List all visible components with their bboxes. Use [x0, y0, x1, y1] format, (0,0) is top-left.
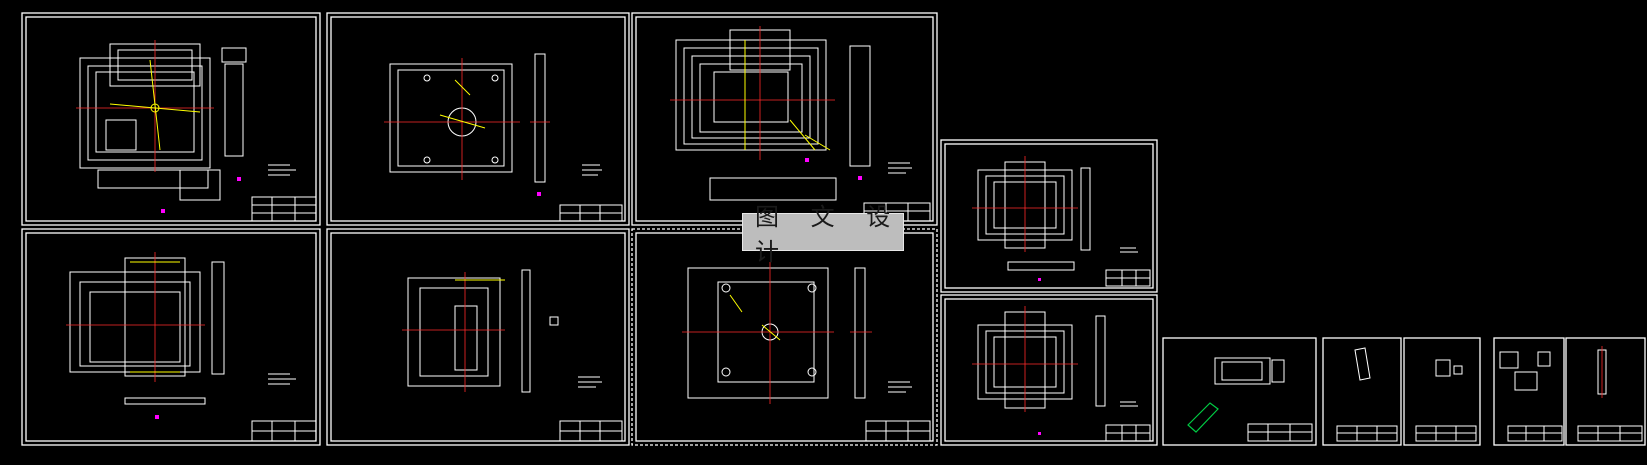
sheet-2[interactable]	[326, 12, 630, 226]
sheet-7-markers	[1038, 278, 1041, 281]
sheet-8[interactable]	[940, 294, 1158, 446]
sheet-3-markers	[805, 158, 862, 180]
sheet-3-centerlines	[670, 26, 835, 160]
sheet-3-title-block	[863, 162, 931, 222]
sheet-7[interactable]	[940, 139, 1158, 293]
sheet-8-markers	[1038, 432, 1041, 435]
sheet-8-centerlines	[972, 306, 1078, 412]
sheet-4-title-block	[251, 373, 317, 442]
sheet-6-highlights	[729, 294, 781, 341]
sheet-10[interactable]	[1322, 337, 1402, 446]
sheet-6-centerlines	[682, 262, 872, 404]
sheet-9-drawing	[1214, 357, 1313, 442]
sheet-13[interactable]	[1565, 337, 1646, 446]
sheet-5-centerlines	[402, 272, 505, 392]
sheet-11-drawing	[1415, 359, 1477, 442]
green-part-outline	[1187, 402, 1219, 433]
sheet-4-markers	[155, 415, 159, 419]
sheet-1-markers	[161, 177, 241, 213]
sheet-2-title-block	[559, 164, 623, 222]
sheet-7-centerlines	[972, 156, 1078, 252]
sheet-9[interactable]	[1162, 337, 1317, 446]
sheet-4-highlights	[130, 261, 180, 373]
sheet-1-highlights	[109, 59, 201, 151]
sheet-4-centerlines	[66, 252, 205, 382]
sheet-10-drawing	[1336, 347, 1398, 442]
sheet-3-highlights	[744, 40, 831, 151]
sheet-12-drawing	[1499, 351, 1563, 442]
sheet-4[interactable]	[21, 228, 321, 446]
sheet-5-title-block	[559, 376, 623, 442]
sheet-12[interactable]	[1493, 337, 1565, 446]
sheet-2-highlights	[439, 79, 486, 129]
sheet-2-markers	[537, 192, 541, 196]
sheet-5-drawing	[407, 269, 559, 393]
sheet-8-title-block	[1105, 401, 1151, 442]
sheet-7-title-block	[1105, 247, 1151, 287]
sheet-11[interactable]	[1403, 337, 1481, 446]
sheet-6-title-block	[865, 381, 931, 442]
watermark-label: 图 文 设 计	[742, 203, 904, 266]
sheet-1-title-block	[251, 164, 317, 222]
sheet-2-centerlines	[384, 58, 550, 180]
sheet-1[interactable]	[21, 12, 321, 226]
sheet-5[interactable]	[326, 228, 630, 446]
